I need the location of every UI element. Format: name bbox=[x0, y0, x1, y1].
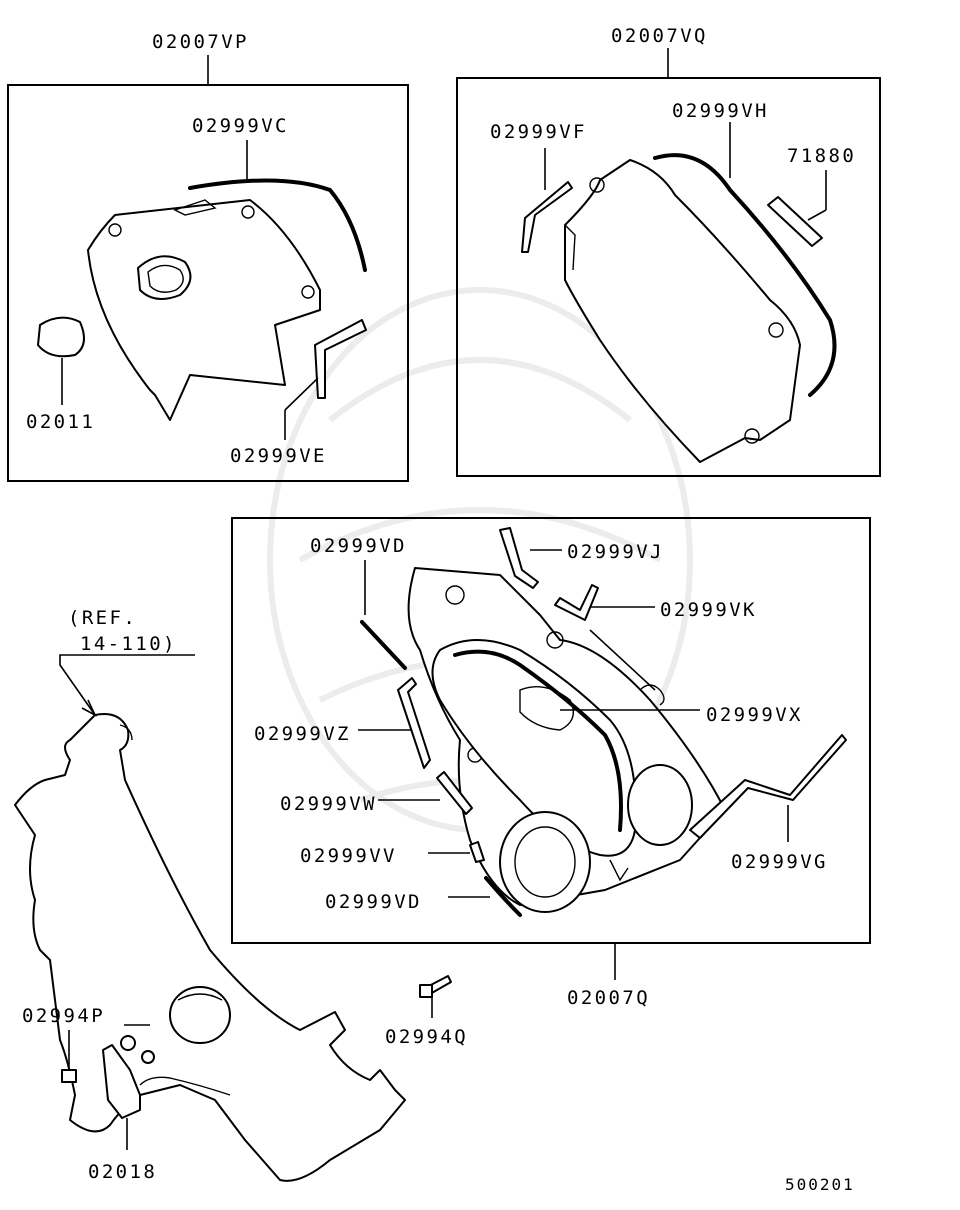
ref-label-line1: (REF. bbox=[68, 607, 137, 629]
ref-label-line2: 14-110) bbox=[80, 633, 177, 655]
cover-lower bbox=[407, 567, 726, 913]
seal-02999ve bbox=[314, 319, 367, 399]
label-02018: 02018 bbox=[88, 1161, 157, 1183]
seal-02999vz bbox=[397, 677, 431, 769]
diagram-code: 500201 bbox=[785, 1175, 855, 1194]
label-02994p: 02994P bbox=[22, 1005, 105, 1027]
label-02999vf: 02999VF bbox=[490, 121, 587, 143]
seal-02999vf bbox=[521, 181, 573, 253]
label-02999vz: 02999VZ bbox=[254, 723, 351, 745]
engine-block-outline bbox=[14, 713, 406, 1182]
label-02999ve: 02999VE bbox=[230, 445, 327, 467]
label-71880: 71880 bbox=[787, 145, 856, 167]
seal-02999vw bbox=[436, 771, 473, 815]
label-02999vc: 02999VC bbox=[192, 115, 289, 137]
label-02007vq: 02007VQ bbox=[611, 25, 708, 47]
label-02011: 02011 bbox=[26, 411, 95, 433]
label-02999vh: 02999VH bbox=[672, 100, 769, 122]
label-02999vx: 02999VX bbox=[706, 704, 803, 726]
label-02999vd-bottom: 02999VD bbox=[325, 891, 422, 913]
label-02999vk: 02999VK bbox=[660, 599, 757, 621]
seal-02999vc bbox=[188, 178, 367, 272]
seal-02999vj bbox=[499, 527, 539, 589]
plug-02011 bbox=[37, 316, 85, 358]
seal-02999vd-lower bbox=[484, 876, 522, 917]
seal-02999vh bbox=[653, 153, 837, 397]
seal-02999vv bbox=[469, 841, 485, 863]
kit-box-02007q bbox=[231, 517, 871, 944]
bracket-02018 bbox=[102, 1024, 155, 1119]
cover-upper-rear bbox=[564, 159, 801, 463]
label-02999vd-top: 02999VD bbox=[310, 535, 407, 557]
label-02999vv: 02999VV bbox=[300, 845, 397, 867]
label-02999vw: 02999VW bbox=[280, 793, 377, 815]
label-02007vp: 02007VP bbox=[152, 31, 249, 53]
label-02007q: 02007Q bbox=[567, 987, 650, 1009]
seal-02999vk bbox=[554, 584, 599, 621]
label-plate-71880 bbox=[767, 196, 823, 247]
cover-upper-front bbox=[87, 199, 321, 421]
bolt-02994p bbox=[61, 1030, 77, 1083]
seal-02999vg bbox=[689, 734, 847, 839]
seal-02999vd-upper bbox=[360, 620, 407, 670]
label-02994q: 02994Q bbox=[385, 1026, 468, 1048]
bolt-02994q bbox=[419, 975, 452, 998]
label-02999vg: 02999VG bbox=[731, 851, 828, 873]
label-02999vj: 02999VJ bbox=[567, 541, 664, 563]
